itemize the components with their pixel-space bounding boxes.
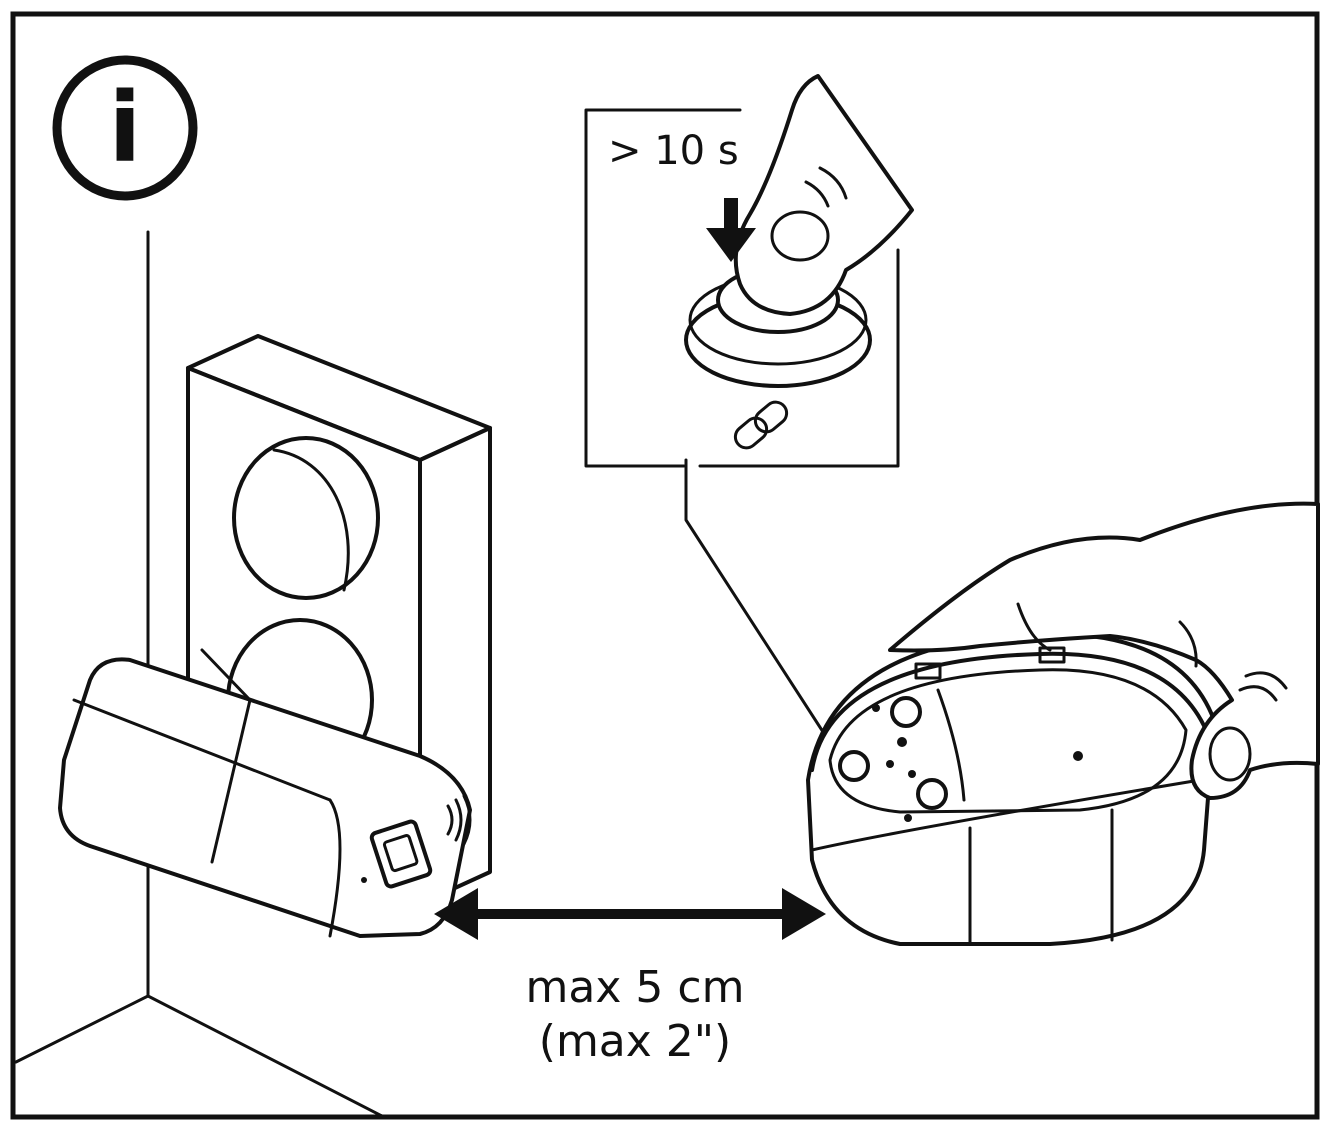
info-letter: i	[108, 72, 142, 184]
hub-device	[806, 631, 1216, 946]
plug-in-device	[58, 648, 472, 938]
distance-metric-label: max 5 cm	[525, 962, 745, 1013]
finger	[733, 74, 914, 316]
press-duration-label: > 10 s	[608, 128, 739, 174]
link-chain-icon	[733, 400, 789, 450]
signal-waves-icon	[446, 794, 472, 846]
press-arrow-icon	[706, 198, 756, 262]
info-icon	[52, 55, 198, 201]
wall-lines	[14, 230, 384, 1118]
callout-box	[584, 108, 900, 754]
distance-imperial-label: (max 2")	[538, 1016, 732, 1067]
hand	[888, 501, 1320, 800]
double-headed-arrow-icon	[434, 888, 826, 940]
